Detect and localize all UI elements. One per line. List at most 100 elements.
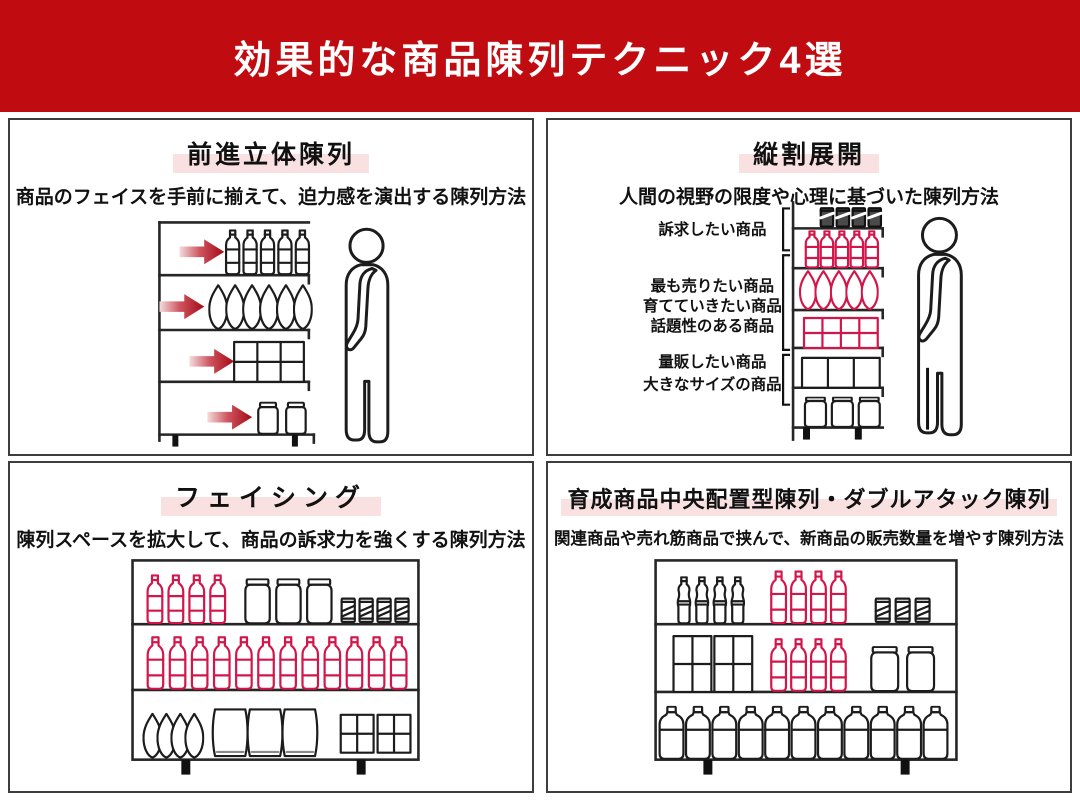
shelf-row-bottles [225,229,311,276]
panel-subtitle: 人間の視野の限度や心理に基づいた陳列方法 [618,187,999,208]
shelf-label: 訴求したい商品 [658,219,766,238]
jug-icon [922,705,949,760]
shelf-row-bags-featured [799,270,879,311]
jar-icon [857,396,881,428]
bottle-icon [242,229,258,276]
shelf-row1-new-bottles [770,570,847,625]
cola-bottle-icon [694,576,710,625]
arrow-icon [207,404,253,430]
bag-icon [292,284,313,331]
jar-icon [306,578,333,625]
shelf-row-cans [819,206,883,228]
shelf-row2-new-bottles [770,638,847,692]
shelf-row1-cans [874,597,931,624]
shelf-label: 育てていきたい商品 [643,296,782,315]
bottle-icon [834,230,850,269]
bottle-icon [367,636,386,690]
can-icon [914,597,931,624]
bottle-icon [345,636,364,690]
panel-title-highlight: 育成商品中央配置型陳列・ダブルアタック陳列 [561,487,1057,517]
tub-icon [211,708,249,758]
person-icon [917,216,963,437]
shelf-row2-boxes [672,635,754,694]
can-icon [340,597,357,624]
shelf-illustration: 訴求したい商品 最も売りたい商品 育てていきたい商品 話題性のある商品 量販した… [643,201,963,441]
shelf-row3-jugs [658,705,949,760]
panel-subtitle: 関連商品や売れ筋商品で挟んで、新商品の販売数量を増やす陳列方法 [553,530,1064,549]
tub-icon [246,708,284,758]
arrow-icon [189,348,235,374]
can-icon [394,597,410,624]
panel-facing: フェイシング 陳列スペースを拡大して、商品の訴求力を強くする陳列方法 [8,461,534,793]
arrow-icon [159,294,205,320]
shelf-brackets [782,207,791,406]
panel-subtitle: 陳列スペースを拡大して、商品の訴求力を強くする陳列方法 [16,530,526,551]
shelf-label: 大きなサイズの商品 [643,375,781,394]
jug-icon [711,705,738,760]
bag-icon [829,270,848,311]
cola-bottle-icon [676,576,692,625]
can-icon [851,206,867,228]
cola-bottle-icon [712,576,728,625]
bag-icon [814,270,833,311]
cola-bottle-icon [730,576,746,625]
shelf-illustration [158,221,390,447]
can-icon [894,597,911,624]
panel-title: 縦割展開 [548,140,1070,173]
shelf-row3-tubs [211,708,319,758]
jug-icon [896,705,923,760]
jug-icon [658,705,685,760]
bottle-icon [257,636,275,690]
jar-icon [804,396,827,428]
panel-title: 育成商品中央配置型陳列・ダブルアタック陳列 [548,487,1070,517]
arrow-icon [179,239,225,265]
bottle-icon [146,574,164,625]
bag-icon [184,712,205,759]
jug-icon [737,705,764,760]
bottle-icon [849,230,864,269]
bottle-icon [789,638,808,692]
bottle-icon [829,638,847,692]
jar-icon [257,401,279,435]
bottle-icon [323,636,342,690]
shelf-row3-bags [142,712,205,759]
bottle-icon [809,638,828,692]
person-icon [344,227,390,444]
jar-icon [831,396,854,428]
shelf-row-boxes [233,340,305,383]
bottle-icon [234,636,253,690]
jug-icon [816,705,843,760]
shelf-label: 最も売りたい商品 [651,276,775,295]
bottle-icon [279,636,298,690]
shelf-row-big-boxes [800,356,881,389]
bottle-icon [819,230,835,269]
shelf-label: 量販したい商品 [658,352,766,371]
panel-title-highlight: 縦割展開 [738,140,879,173]
bottle-icon [212,636,231,690]
bottle-icon [209,574,227,625]
shelf-row1-jars [244,578,333,625]
shelf-illustration [654,559,958,775]
bag-icon [208,284,229,331]
can-icon [874,597,891,624]
bottle-icon [190,636,209,690]
can-icon [376,597,392,624]
bottle-icon [770,638,788,692]
shelf-row2-jars [870,646,936,692]
bottle-icon [277,229,293,276]
bottle-icon [789,570,808,625]
bottle-icon [389,636,408,690]
shelf-row3-boxes [339,713,412,754]
panel-title-highlight: フェイシング [160,483,381,516]
panel-forward-display: 前進立体陳列 商品のフェイスを手前に揃えて、迫力感を演出する陳列方法 [8,118,534,456]
jug-icon [843,705,870,760]
tub-icon [281,708,319,758]
bottle-icon [146,636,165,690]
jar-icon [906,646,936,692]
shelf-label: 話題性のある商品 [651,316,775,335]
page-title: 効果的な商品陳列テクニック4選 [233,39,847,82]
bottle-icon [770,570,788,625]
bottle-icon [259,229,276,276]
shelf-row1-cola-bottles [676,576,746,625]
jar-icon [870,646,900,692]
